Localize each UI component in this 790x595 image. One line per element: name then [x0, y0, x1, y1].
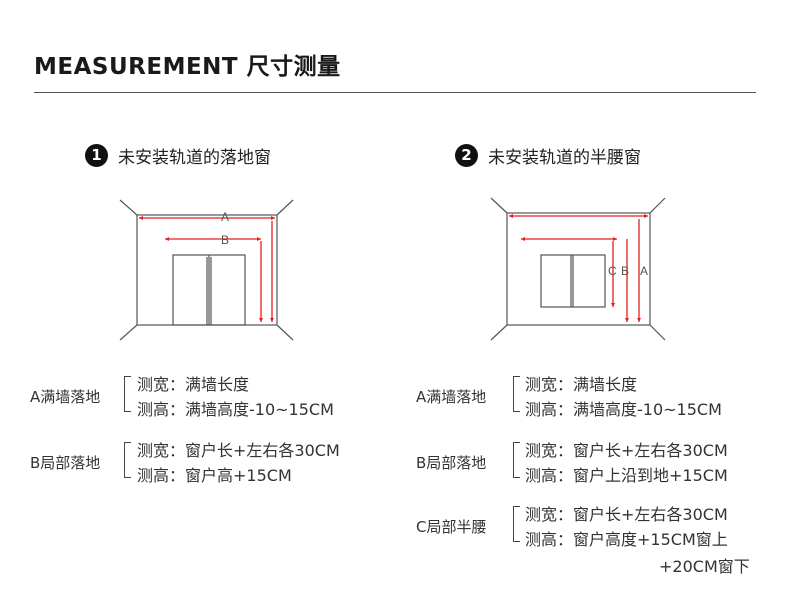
diagram-label: A	[640, 264, 648, 278]
section-title: 未安装轨道的落地窗	[118, 148, 271, 168]
spec-label: A满墙落地	[416, 388, 487, 406]
spec-bracket	[513, 376, 520, 412]
spec-label: C局部半腰	[416, 518, 487, 536]
room-edge	[119, 199, 138, 216]
spec-line: 测高：满墙高度-10~15CM	[137, 400, 334, 419]
spec-bracket	[124, 442, 131, 478]
spec-line: 测宽：窗户长+左右各30CM	[525, 441, 728, 460]
room-edge	[276, 199, 294, 216]
room-edge	[119, 324, 138, 341]
spec-line: 测高：窗户高+15CM	[137, 466, 292, 485]
step-number-badge: 1	[85, 144, 108, 167]
room-edge	[649, 197, 666, 214]
floor-window-diagram: A B	[119, 199, 294, 341]
diagram-label: A	[221, 210, 229, 224]
room-edge	[490, 197, 508, 214]
spec-line: 测宽：满墙长度	[137, 375, 250, 394]
spec-line-continuation: +20CM窗下	[659, 557, 750, 576]
section-title: 未安装轨道的半腰窗	[488, 148, 641, 168]
spec-label: A满墙落地	[30, 388, 101, 406]
spec-line: 测宽：窗户长+左右各30CM	[137, 441, 340, 460]
spec-bracket	[513, 506, 520, 542]
step-number-badge: 2	[455, 144, 478, 167]
half-window-diagram: C B A	[490, 197, 666, 341]
spec-bracket	[124, 376, 131, 412]
spec-line: 测高：满墙高度-10~15CM	[525, 400, 722, 419]
spec-label: B局部落地	[30, 454, 101, 472]
diagram-label: C	[608, 264, 617, 278]
spec-line: 测宽：满墙长度	[525, 375, 638, 394]
spec-bracket	[513, 442, 520, 478]
room-edge	[490, 324, 508, 341]
page-title: MEASUREMENT 尺寸测量	[34, 54, 341, 80]
diagram-label: B	[621, 264, 629, 278]
title-divider	[34, 92, 756, 93]
diagram-label: B	[221, 233, 229, 247]
spec-label: B局部落地	[416, 454, 487, 472]
room-edge	[649, 324, 666, 341]
spec-line: 测高：窗户上沿到地+15CM	[525, 466, 728, 485]
spec-line: 测高：窗户高度+15CM窗上	[525, 530, 728, 549]
back-wall	[506, 212, 651, 326]
spec-line: 测宽：窗户长+左右各30CM	[525, 505, 728, 524]
room-edge	[276, 324, 294, 341]
